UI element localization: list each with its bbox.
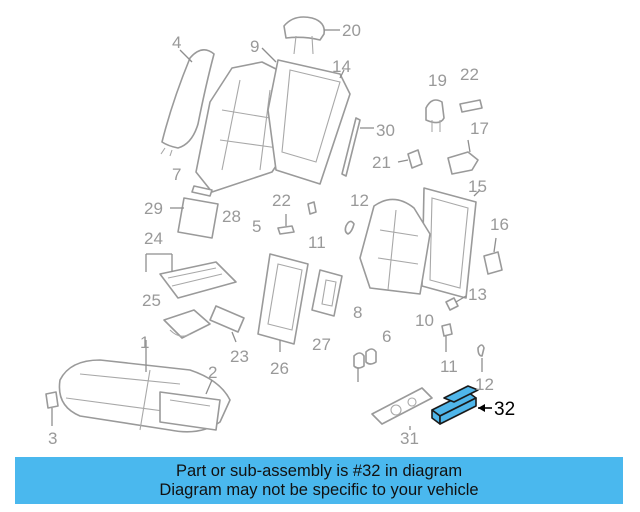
callout-31: 31	[400, 429, 419, 448]
callout-7: 7	[172, 165, 181, 184]
callout-6: 6	[382, 327, 391, 346]
callout-12: 12	[350, 191, 369, 210]
part-3-clip	[45, 391, 59, 426]
part-30-rod	[341, 117, 374, 177]
part-20-headrest	[283, 16, 340, 55]
callout-1: 1	[140, 333, 149, 352]
info-banner: Part or sub-assembly is #32 in diagram D…	[15, 457, 623, 504]
callout-labels: 1234567891011111212131415161719202122222…	[48, 21, 515, 448]
part-14-backrest-frame	[261, 47, 351, 185]
callout-8: 8	[353, 303, 362, 322]
part-11-bolt-lower	[441, 323, 453, 352]
callout-23: 23	[230, 347, 249, 366]
part-32-module[interactable]	[431, 385, 492, 425]
callout-12: 12	[475, 375, 494, 394]
part-19-headrest	[425, 99, 445, 132]
callout-30: 30	[376, 121, 395, 140]
callout-17: 17	[470, 119, 489, 138]
banner-line-2: Diagram may not be specific to your vehi…	[159, 480, 479, 499]
callout-3: 3	[48, 429, 57, 448]
callout-29: 29	[144, 199, 163, 218]
callout-24: 24	[144, 229, 163, 248]
part-25-foam	[163, 309, 211, 339]
callout-11: 11	[440, 357, 458, 376]
part-31-bracket	[353, 348, 433, 430]
callout-28: 28	[222, 207, 241, 226]
callout-20: 20	[342, 21, 361, 40]
callout-10: 10	[415, 311, 434, 330]
part-4-side-bolster	[160, 49, 215, 157]
part-15-seatback-frame	[421, 187, 481, 299]
callout-25: 25	[142, 291, 161, 310]
part-22-fastener	[277, 201, 317, 235]
part-29-pad	[170, 185, 219, 239]
callout-16: 16	[490, 215, 509, 234]
part-12-clip-lower	[477, 344, 485, 372]
callout-14: 14	[332, 57, 351, 76]
part-13-screw	[445, 295, 467, 311]
part-8-seatback-cover	[359, 198, 431, 295]
part-24-cushion-tray	[145, 253, 237, 299]
callout-9: 9	[250, 37, 259, 56]
callout-2: 2	[208, 363, 217, 382]
callout-15: 15	[468, 177, 487, 196]
part-21-bolt	[397, 149, 423, 169]
part-27-frame	[311, 269, 343, 317]
part-23-strip	[209, 305, 245, 343]
part-26-frame	[257, 253, 309, 352]
part-2-side-piece	[159, 379, 221, 431]
banner-line-1: Part or sub-assembly is #32 in diagram	[175, 461, 463, 480]
callout-11: 11	[308, 233, 326, 252]
part-16-bracket	[483, 237, 503, 275]
callout-5: 5	[252, 217, 261, 236]
callout-22: 22	[272, 191, 291, 210]
part-17-clip	[447, 139, 479, 175]
callout-13: 13	[468, 285, 487, 304]
callout-27: 27	[312, 335, 331, 354]
callout-26: 26	[270, 359, 289, 378]
part-22-pin-top	[459, 99, 483, 113]
callout-4: 4	[172, 33, 181, 52]
parts-diagram: 1234567891011111212131415161719202122222…	[45, 16, 515, 448]
callout-21: 21	[372, 153, 391, 172]
part-12-clip	[344, 220, 355, 235]
callout-highlighted: 32	[494, 399, 515, 420]
callout-22: 22	[460, 65, 479, 84]
callout-19: 19	[428, 71, 447, 90]
